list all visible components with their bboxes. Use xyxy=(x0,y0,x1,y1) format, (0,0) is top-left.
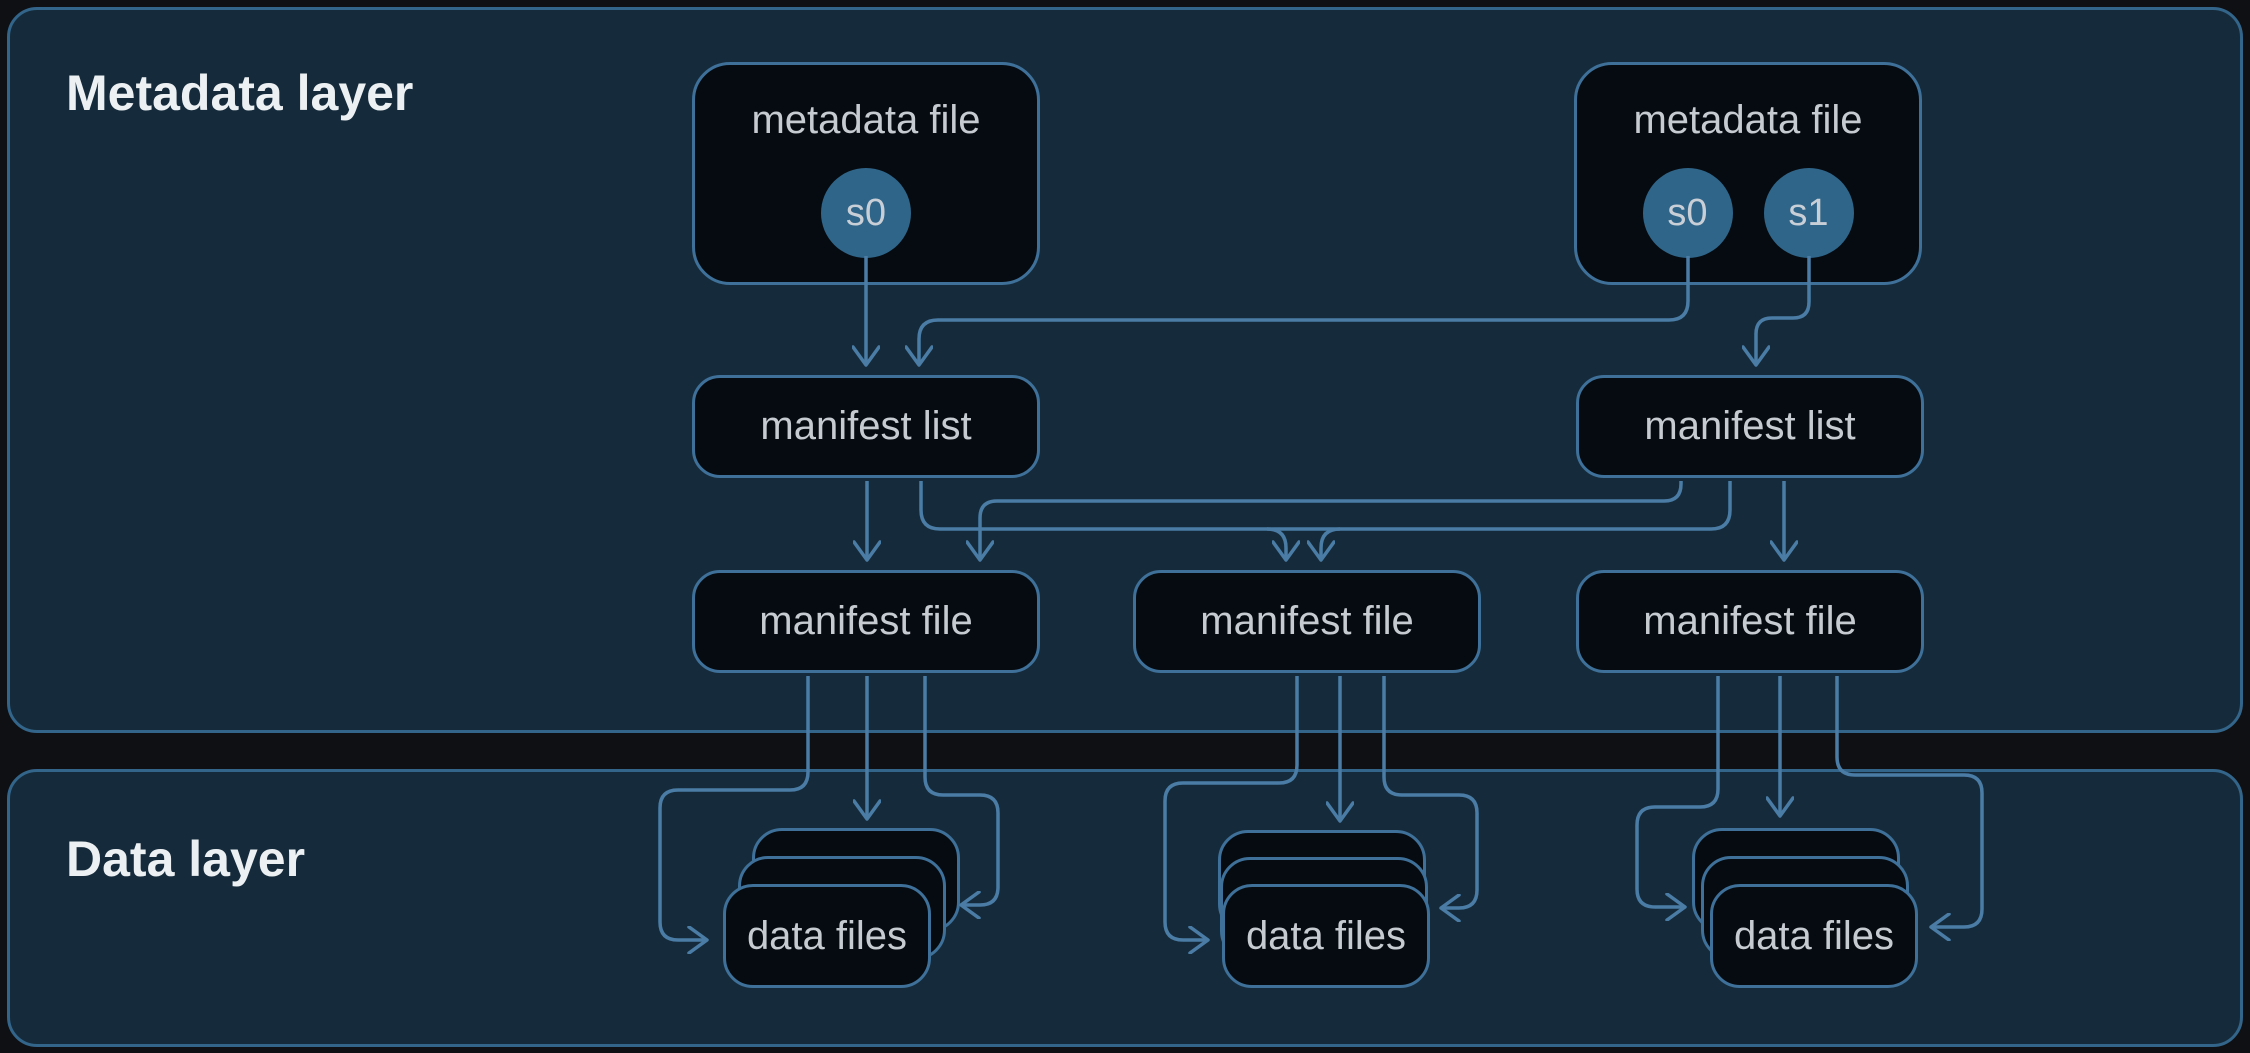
metadata-file-node-1: metadata file s0 xyxy=(692,62,1040,285)
metadata-file-2-label: metadata file xyxy=(1633,98,1863,142)
metadata-file-node-2: metadata file s0 s1 xyxy=(1574,62,1922,285)
manifest-file-node-3: manifest file xyxy=(1576,570,1924,673)
manifest-file-2-label: manifest file xyxy=(1200,599,1414,643)
data-files-stack-2-card-front: data files xyxy=(1222,884,1430,988)
metadata-layer-title: Metadata layer xyxy=(66,65,414,121)
data-files-3-label: data files xyxy=(1733,913,1895,958)
manifest-file-node-1: manifest file xyxy=(692,570,1040,673)
snapshot-badge-s1: s1 xyxy=(1763,168,1854,258)
manifest-file-3-label: manifest file xyxy=(1643,599,1857,643)
data-files-stack-1-card-front: data files xyxy=(723,884,931,988)
data-files-stack-3-card-front: data files xyxy=(1710,884,1918,988)
manifest-list-1-label: manifest list xyxy=(760,404,972,448)
metadata-file-1-label: metadata file xyxy=(751,98,981,142)
snapshot-row-2: s0 s1 xyxy=(1642,168,1854,258)
manifest-list-node-1: manifest list xyxy=(692,375,1040,478)
data-layer-title: Data layer xyxy=(66,831,306,887)
manifest-list-2-label: manifest list xyxy=(1644,404,1856,448)
snapshot-badge-s0: s0 xyxy=(821,168,911,258)
snapshot-badge-s0: s0 xyxy=(1642,168,1733,258)
data-files-2-label: data files xyxy=(1245,913,1407,958)
data-files-1-label: data files xyxy=(746,913,908,958)
manifest-file-1-label: manifest file xyxy=(759,599,973,643)
manifest-file-node-2: manifest file xyxy=(1133,570,1481,673)
snapshot-row-1: s0 xyxy=(821,168,911,258)
manifest-list-node-2: manifest list xyxy=(1576,375,1924,478)
